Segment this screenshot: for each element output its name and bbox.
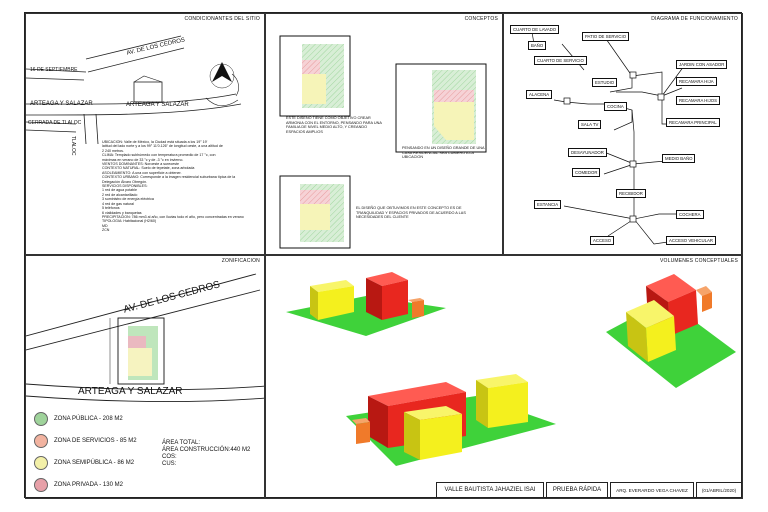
area-total: ÁREA TOTAL:	[162, 440, 201, 446]
note-line: 3 suministro de energía eléctrica	[102, 197, 154, 202]
street-label-cerrada: CERRADA DE TLALOC	[28, 120, 82, 126]
note-line: MD	[102, 223, 108, 228]
cos: COS:	[162, 454, 177, 460]
legend-label-public: ZONA PÚBLICA - 208 M2	[54, 416, 123, 422]
note-line: CONTEXTO URBANO: Corresponde a la imagen…	[102, 175, 236, 180]
street-label-arteaga-right: ARTEAGA Y SALAZAR	[126, 102, 189, 108]
note-line: UBICACION: Valle de México, la Ciudad es…	[102, 140, 208, 144]
note-line: 1 red de agua potable	[102, 188, 137, 193]
drawing-sheet: CONDICIONANTES DEL SITIO AV. DE LOS CEDR…	[24, 12, 743, 499]
site-conditions-panel: CONDICIONANTES DEL SITIO AV. DE LOS CEDR…	[25, 13, 265, 255]
note-line: 4 red de gas natural	[102, 201, 134, 206]
note-line: PRECIPITACION: 786 mm3 al año, con lluvi…	[102, 214, 244, 219]
node-recamara-hijos: RECAMARA HIJOS	[676, 96, 720, 105]
area-summary: ÁREA TOTAL: ÁREA CONSTRUCCIÓN:440 M2 COS…	[162, 440, 250, 468]
node-recamara-hija: RECAMARA HIJA	[676, 77, 717, 86]
note-line: CONTEXTO NATURAL: Suelo de tepetate, zon…	[102, 166, 195, 171]
function-diagram-panel: DIAGRAMA DE FUNCIONAMIENTO CUARTO DE LAV…	[503, 13, 743, 255]
node-recamara-principal: RECAMARA PRINCIPAL	[666, 118, 720, 127]
node-acceso: ACCESO	[590, 236, 615, 245]
legend-label-semipublic: ZONA SEMIPÚBLICA - 86 M2	[54, 460, 135, 466]
volume-renders	[286, 272, 736, 466]
street-label-arteaga-left: ARTEAGA Y SALAZAR	[30, 101, 93, 107]
teacher-name: ARQ. EVERARDO VEGA CHAVEZ	[610, 482, 694, 498]
note-line: TIPOLOGIA: Habitacional (H2/60)	[102, 219, 157, 224]
node-cuarto-lavado: CUARTO DE LAVADO	[510, 25, 560, 34]
note-line: 6 vialidades y banquetas	[102, 210, 142, 215]
exercise-name: PRUEBA RÁPIDA	[546, 482, 608, 498]
site-conditions-title: CONDICIONANTES DEL SITIO	[184, 16, 260, 22]
legend-services: ZONA DE SERVICIOS - 85 M2	[34, 434, 137, 448]
legend-public: ZONA PÚBLICA - 208 M2	[34, 412, 123, 426]
function-diagram-title: DIAGRAMA DE FUNCIONAMIENTO	[651, 16, 738, 22]
node-acceso-vehicular: ACCESO VEHICULAR	[666, 236, 716, 245]
street-label-septiembre: 16 DE SEPTIEMBRE	[30, 67, 78, 73]
zoning-street-bottom: ARTEAGA Y SALAZAR	[78, 386, 183, 397]
node-sala-tv: SALA TV	[578, 120, 602, 129]
zoning-title: ZONIFICACION	[221, 258, 260, 264]
concept-text-2: PENSANDO EN UN DISEÑO GRANDE DE UNA CASA…	[402, 146, 485, 160]
legend-semipublic: ZONA SEMIPÚBLICA - 86 M2	[34, 456, 134, 470]
note-line: latitud del lado norte y a los 99° 11'0.…	[102, 144, 223, 149]
legend-swatch-services	[34, 434, 48, 448]
node-alacena: ALACENA	[526, 90, 553, 99]
node-jardin-asador: JARDIN CON ASADOR	[676, 60, 728, 69]
legend-swatch-semipublic	[34, 456, 48, 470]
node-desayunador: DESAYUNADOR	[568, 148, 607, 157]
node-medio-bano: MEDIO BAÑO	[662, 154, 696, 163]
node-cocina: COCINA	[604, 102, 627, 111]
legend-swatch-public	[34, 412, 48, 426]
node-cochera: COCHERA	[676, 210, 704, 219]
legend-swatch-private	[34, 478, 48, 492]
volumes-panel: VOLUMENES CONCEPTUALES	[265, 255, 743, 499]
student-name: VALLE BAUTISTA JAHAZIEL ISAI	[436, 482, 544, 498]
note-line: 2 red de alcantarillado	[102, 192, 138, 197]
node-patio-servicio: PATIO DE SERVICIO	[582, 32, 630, 41]
concepts-panel: CONCEPTOS	[265, 13, 503, 255]
note-line: máximas en verano de 33 °c y de -3 °c en…	[102, 157, 184, 162]
function-diagram-links	[531, 31, 685, 245]
legend-label-private: ZONA PRIVADA - 130 M2	[54, 482, 123, 488]
node-cuarto-servicio: CUARTO DE SERVICIO	[534, 56, 587, 65]
note-line: VIENTOS DOMINANTES: Noroeste a sureoeste	[102, 162, 180, 167]
volumes-title: VOLUMENES CONCEPTUALES	[659, 258, 738, 264]
note-line: 5 teléfonos	[102, 206, 120, 211]
note-line: Delegación Álvaro Obregón.	[102, 179, 148, 184]
node-recibidor: RECIBIDOR	[616, 189, 646, 198]
zoning-plan	[26, 273, 264, 403]
legend-private: ZONA PRIVADA - 130 M2	[34, 478, 123, 492]
street-label-tlaloc: TLALOC	[70, 136, 76, 156]
node-estudio: ESTUDIO	[592, 78, 618, 87]
note-line: 2 240 metros.	[102, 148, 124, 153]
note-line: ASOLEAMIENTO: A una con superficie a obt…	[102, 170, 182, 175]
site-notes: UBICACION: Valle de México, la Ciudad es…	[102, 140, 262, 233]
site-map	[26, 35, 242, 144]
note-line: ZCN	[102, 228, 110, 233]
note-line: SERVICIOS DISPONIBLES:	[102, 184, 148, 189]
legend-label-services: ZONA DE SERVICIOS - 85 M2	[54, 438, 137, 444]
concepts-title: CONCEPTOS	[464, 16, 498, 22]
node-bano: BAÑO	[528, 41, 547, 50]
node-comedor: COMEDOR	[572, 168, 601, 177]
concept-sketches	[279, 35, 487, 249]
area-construction: ÁREA CONSTRUCCIÓN:440 M2	[162, 447, 251, 453]
note-line: CLIMA: Templado subhúmedo con temperatur…	[102, 153, 216, 158]
date: (01/ABRIL/2020)	[696, 482, 742, 498]
concept-text-3: EL DISEÑO QUE OBTUVIMOS EN ESTE CONCEPTO…	[356, 206, 466, 220]
node-estancia: ESTANCIA	[534, 200, 562, 209]
concept-text-1: ESTE DISEÑO TIENE COMO OBJETIVO CREAR AR…	[286, 116, 382, 134]
zoning-panel: ZONIFICACION AV. DE LOS CEDROS ARTEAGA Y…	[25, 255, 265, 499]
cus: CUS:	[162, 461, 177, 467]
